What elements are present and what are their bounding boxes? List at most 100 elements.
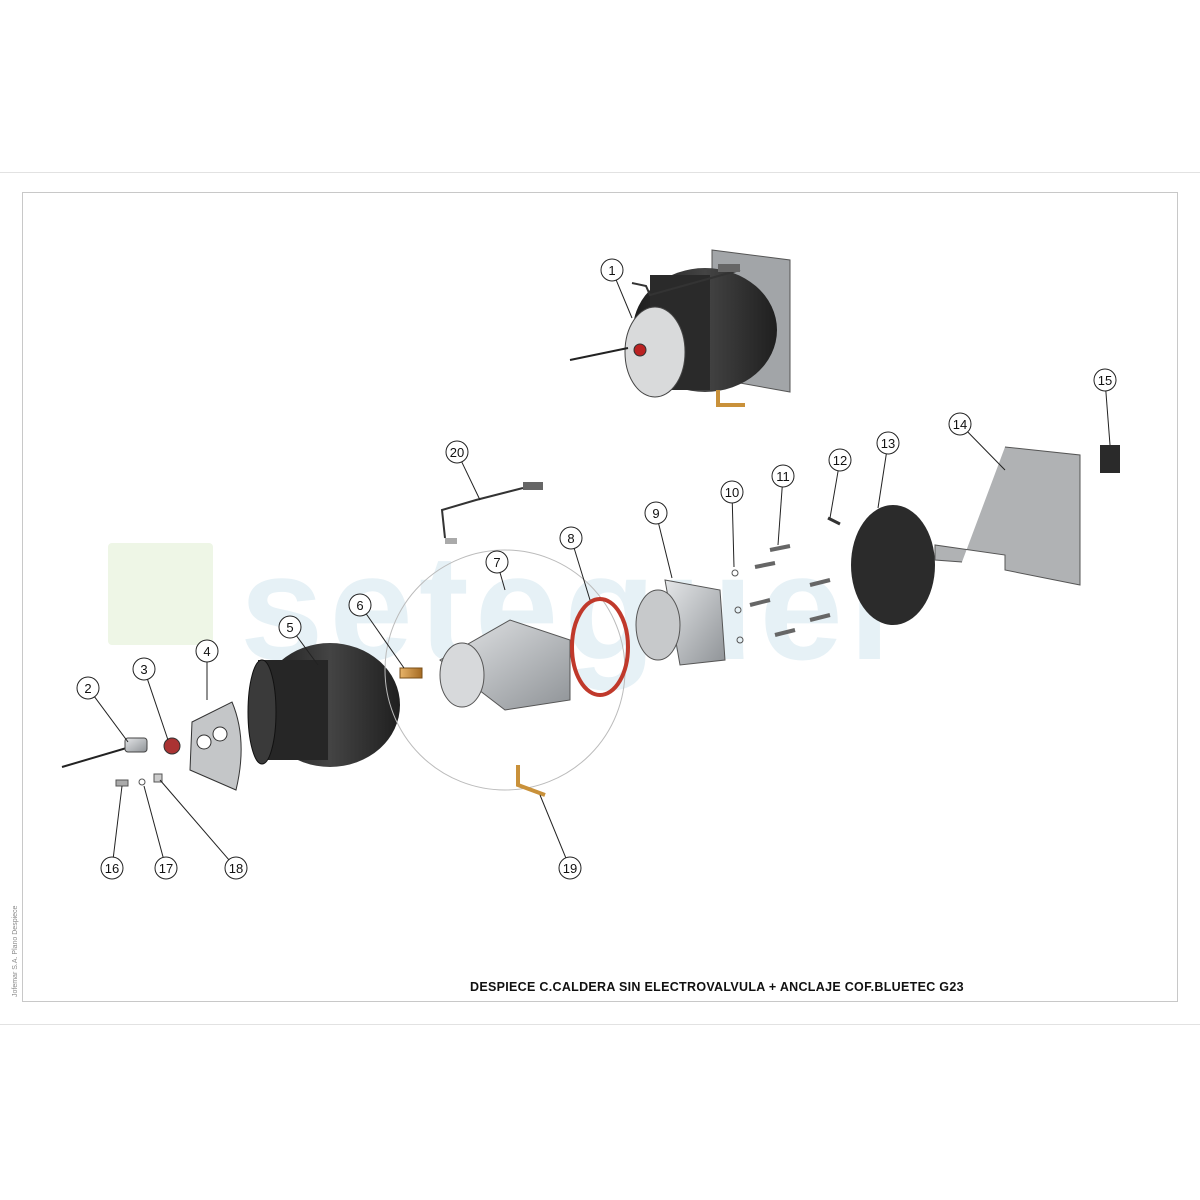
probe-part (61, 737, 148, 768)
watermark-logo (108, 543, 213, 645)
callout-circle (876, 431, 900, 455)
callout-circle (445, 440, 469, 464)
callout-19: 19 (539, 794, 582, 880)
callout-9: 9 (644, 501, 673, 579)
callout-number: 15 (1098, 373, 1112, 388)
callout-circle (485, 550, 509, 574)
leader-line (573, 548, 591, 601)
leader-line (777, 486, 783, 546)
o-ring-seal (570, 597, 630, 697)
callout-15: 15 (1093, 368, 1117, 446)
leader-line (877, 453, 887, 509)
callout-13: 13 (876, 431, 900, 509)
callout-5: 5 (278, 615, 319, 666)
gasket-plate (189, 701, 242, 791)
sensor-cable (440, 482, 543, 544)
sheet-top-rule (0, 172, 1200, 173)
clip-18 (153, 773, 163, 783)
callout-4: 4 (195, 639, 219, 700)
callout-number: 2 (84, 681, 91, 696)
callout-number: 11 (776, 469, 790, 484)
mounting-disc (851, 505, 935, 625)
anchor-bracket (934, 446, 1081, 586)
callout-14: 14 (948, 412, 1006, 471)
callout-circle (100, 856, 124, 880)
callout-circle (224, 856, 248, 880)
callout-number: 8 (567, 531, 574, 546)
callout-circle (348, 593, 372, 617)
leader-line (365, 613, 405, 669)
leader-line (731, 502, 735, 568)
callout-2: 2 (76, 676, 129, 743)
leader-line (143, 785, 164, 858)
callout-number: 4 (203, 644, 210, 659)
heater-body (384, 549, 626, 791)
callout-17: 17 (143, 785, 178, 880)
callout-number: 3 (140, 662, 147, 677)
callout-number: 7 (493, 555, 500, 570)
callout-circle (76, 676, 100, 700)
flange-cup (635, 579, 726, 666)
callout-number: 17 (159, 861, 173, 876)
leader-line (615, 279, 633, 319)
callout-20: 20 (445, 440, 481, 501)
callout-12: 12 (828, 448, 852, 519)
callout-number: 9 (652, 506, 659, 521)
callout-circle (948, 412, 972, 436)
leader-line (147, 679, 169, 741)
callout-circle (644, 501, 668, 525)
callout-8: 8 (559, 526, 591, 601)
callout-circle (828, 448, 852, 472)
callout-number: 19 (563, 861, 577, 876)
callout-circle (720, 480, 744, 504)
callout-circle (132, 657, 156, 681)
callout-circle (771, 464, 795, 488)
callout-circle (559, 526, 583, 550)
side-caption: Jofemar S.A. Plano Despiece (12, 905, 19, 997)
callout-number: 20 (450, 445, 464, 460)
callout-3: 3 (132, 657, 169, 741)
leader-line (1105, 390, 1111, 446)
callout-number: 5 (286, 620, 293, 635)
callout-circle (558, 856, 582, 880)
callout-number: 1 (608, 263, 615, 278)
callout-circle (154, 856, 178, 880)
small-screw (827, 516, 841, 526)
insulation-jacket (247, 643, 400, 767)
callout-10: 10 (720, 480, 744, 568)
screw-16 (115, 779, 129, 787)
boiler-assembly (569, 249, 791, 407)
callout-circle (278, 615, 302, 639)
callout-number: 10 (725, 485, 739, 500)
leader-line (296, 635, 319, 666)
callout-16: 16 (100, 785, 124, 880)
brass-fitting (399, 667, 423, 679)
callout-circle (195, 639, 219, 663)
callout-number: 18 (229, 861, 243, 876)
callout-11: 11 (771, 464, 795, 546)
callout-number: 12 (833, 453, 847, 468)
callout-6: 6 (348, 593, 405, 669)
switch-part (1100, 445, 1120, 473)
leader-line (499, 572, 506, 591)
connector-part (163, 737, 181, 755)
leader-line (461, 461, 481, 501)
leader-line (658, 523, 673, 579)
leader-line (159, 779, 230, 861)
callout-1: 1 (600, 258, 633, 319)
leader-line (967, 431, 1006, 471)
callout-number: 16 (105, 861, 119, 876)
callout-circle (600, 258, 624, 282)
callout-number: 13 (881, 436, 895, 451)
callout-circle (1093, 368, 1117, 392)
leader-line (112, 785, 123, 858)
drawing-frame (22, 192, 1178, 1002)
callout-18: 18 (159, 779, 248, 880)
l-tube (516, 765, 546, 797)
callout-7: 7 (485, 550, 509, 591)
callout-number: 6 (356, 598, 363, 613)
washer-17 (138, 778, 146, 786)
